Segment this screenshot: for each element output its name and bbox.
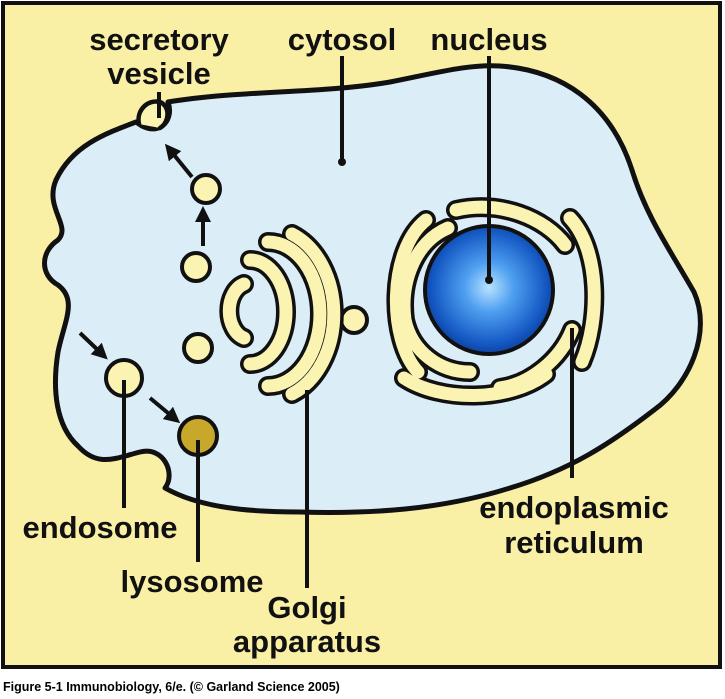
label-golgi-line1: Golgi bbox=[267, 590, 346, 625]
endoplasmic-reticulum bbox=[386, 197, 605, 406]
arrow-to-lysosome bbox=[148, 396, 181, 424]
vesicle-upper bbox=[190, 173, 222, 205]
arrow-to-endosome bbox=[78, 331, 108, 360]
vesicle-lower bbox=[182, 332, 214, 364]
label-secretory-vesicle-line2: vesicle bbox=[107, 56, 210, 91]
vesicle-right bbox=[339, 305, 369, 335]
figure-caption: Figure 5-1 Immunobiology, 6/e. (© Garlan… bbox=[3, 680, 340, 694]
label-endosome: endosome bbox=[22, 510, 177, 545]
golgi-apparatus bbox=[219, 224, 344, 404]
label-cytosol: cytosol bbox=[288, 22, 397, 57]
label-nucleus: nucleus bbox=[430, 22, 547, 57]
label-er-line2: reticulum bbox=[504, 525, 644, 560]
arrow-to-secretory-vesicle bbox=[164, 143, 194, 179]
leader-dot-nucleus bbox=[485, 276, 493, 284]
label-golgi-line2: apparatus bbox=[233, 624, 381, 659]
leader-dot-cytosol bbox=[338, 158, 346, 166]
secretory-vesicle-pocket bbox=[136, 99, 170, 131]
label-lysosome: lysosome bbox=[120, 564, 263, 599]
cell-diagram: secretory vesicle cytosol nucleus endoso… bbox=[1, 1, 722, 669]
transport-arrows bbox=[78, 143, 211, 424]
vesicle-middle bbox=[180, 251, 212, 283]
label-er-line1: endoplasmic bbox=[479, 490, 669, 525]
leader-lines bbox=[122, 56, 574, 588]
label-secretory-vesicle-line1: secretory bbox=[89, 22, 229, 57]
